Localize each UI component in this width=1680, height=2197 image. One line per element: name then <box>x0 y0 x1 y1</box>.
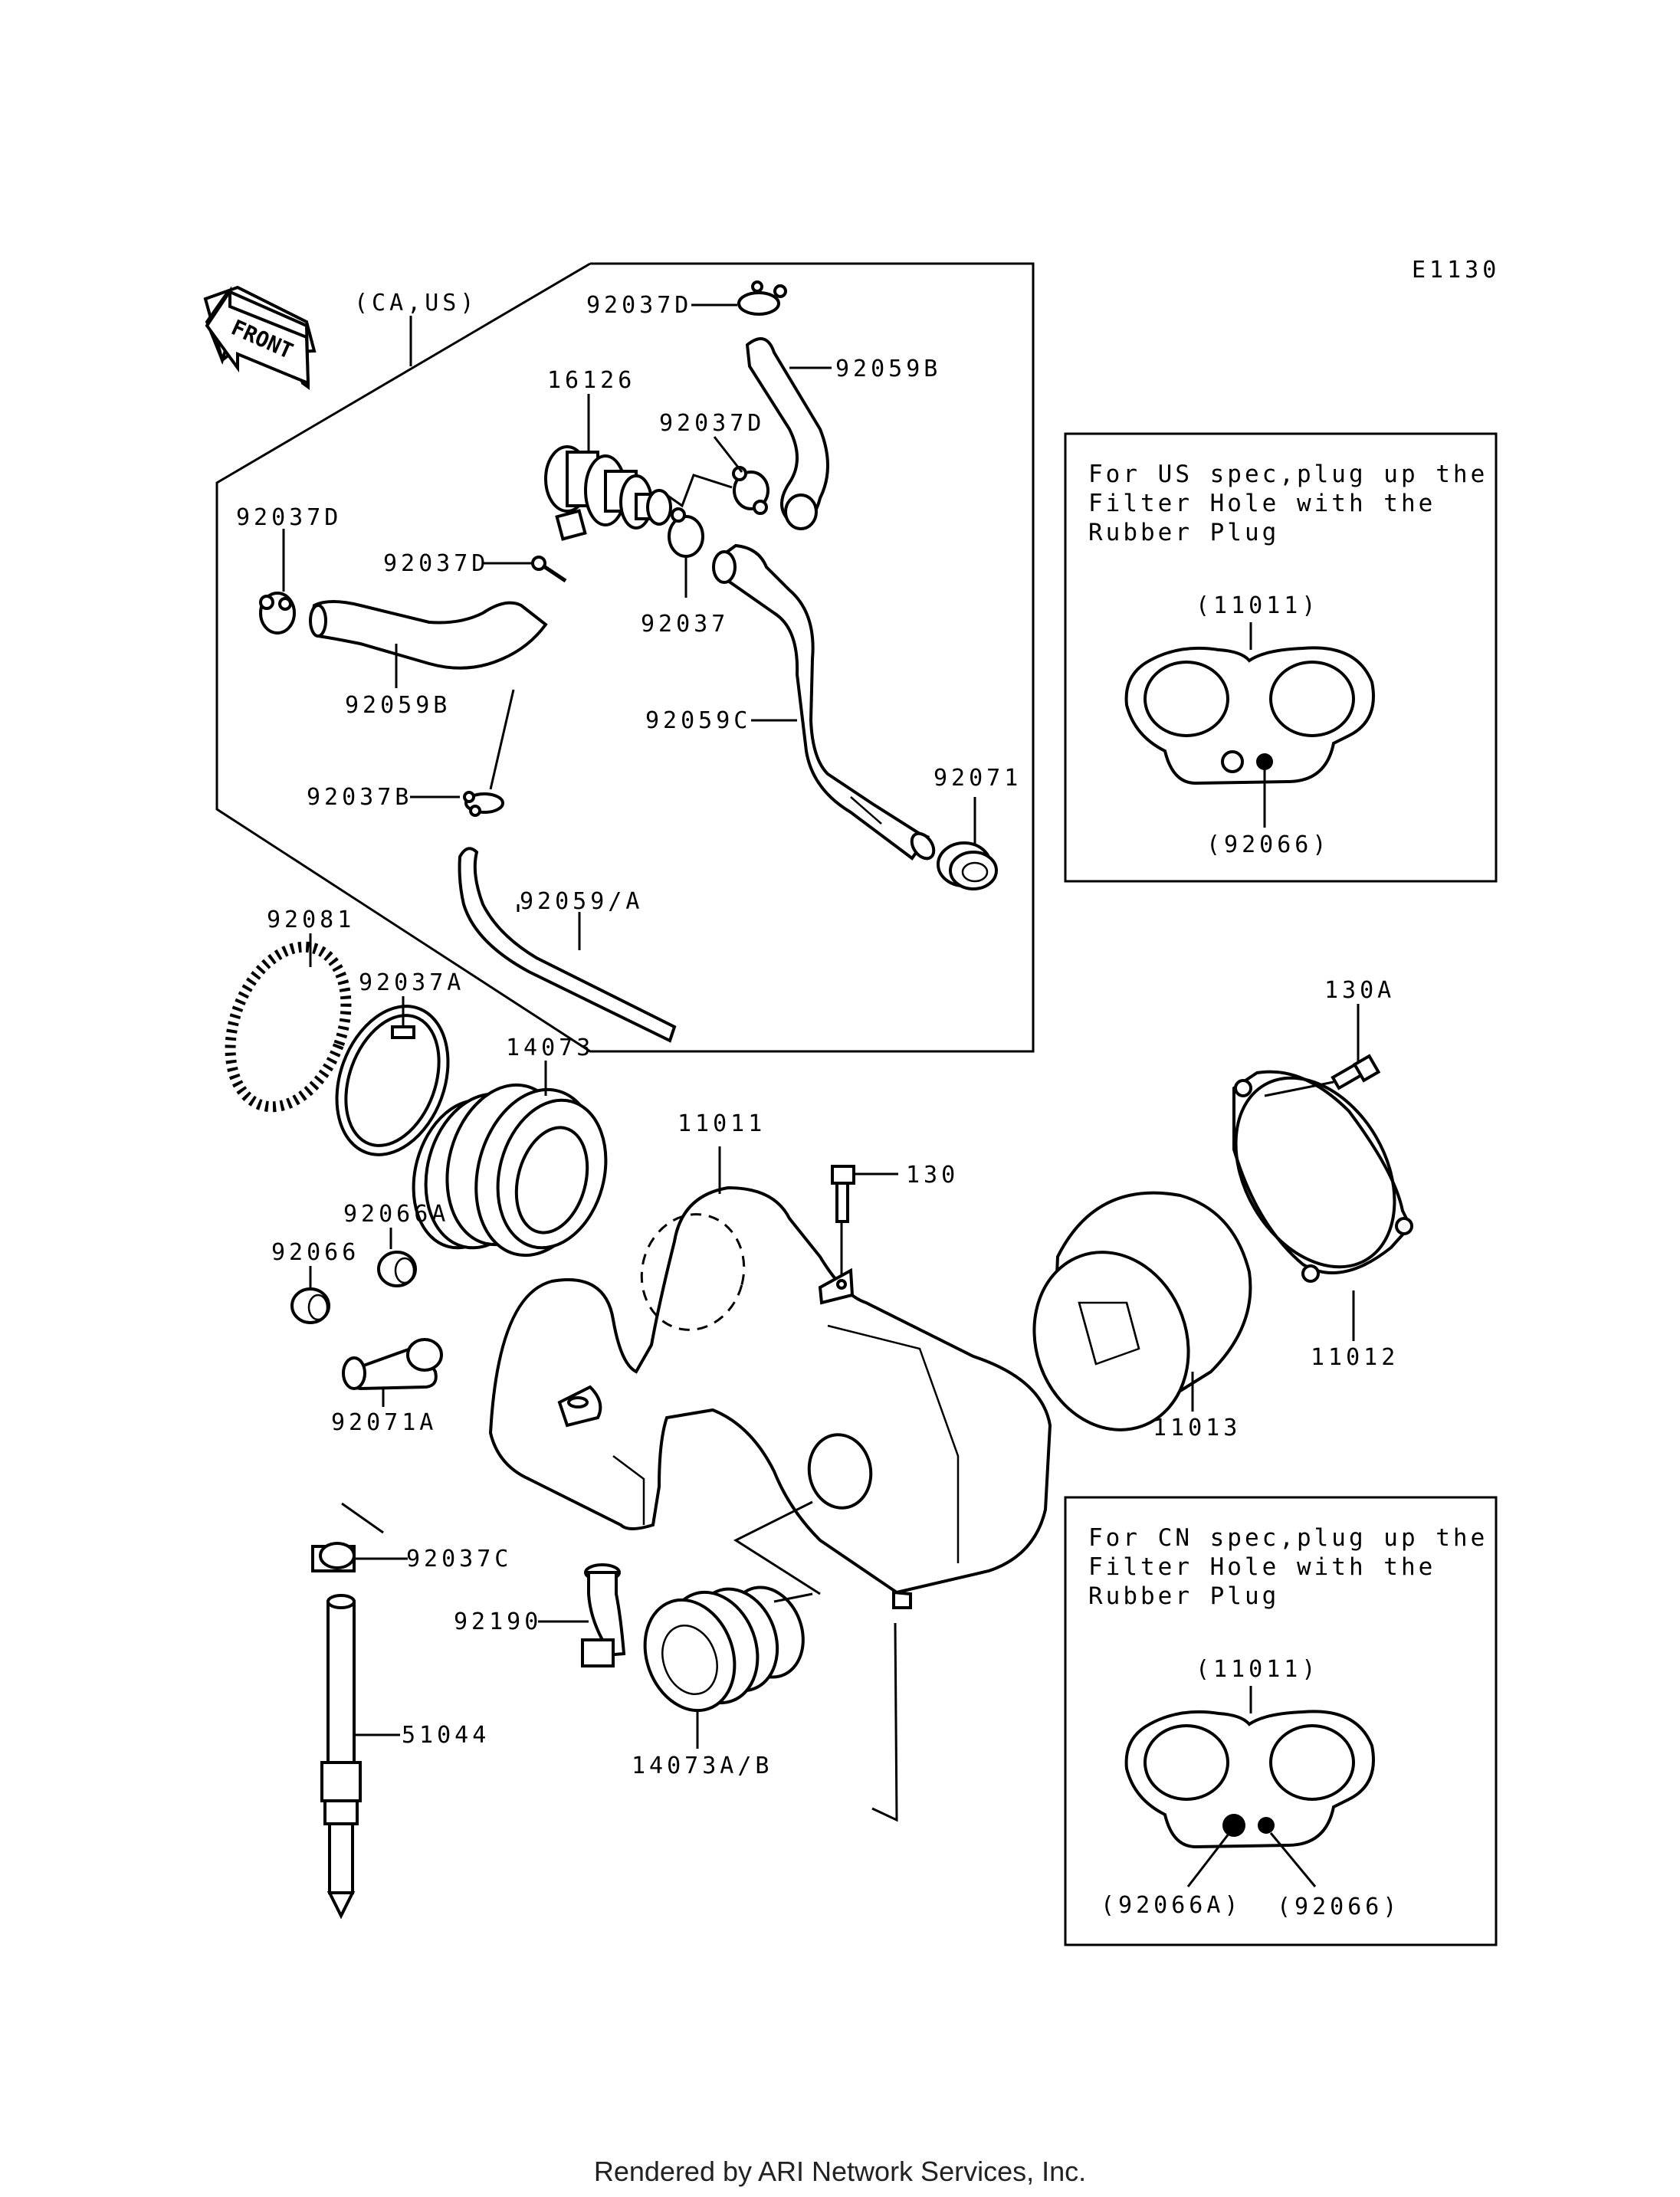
label-11012: 11012 <box>1311 1344 1399 1371</box>
hose-92059c: 92059C <box>645 543 936 861</box>
cn-note-line-2: Filter Hole with the <box>1088 1553 1436 1581</box>
fitting-92190: 92190 <box>454 1563 626 1667</box>
label-92037d-top: 92037D <box>586 292 692 319</box>
label-92081: 92081 <box>267 907 355 933</box>
filter-11013: 11013 <box>1032 1191 1252 1441</box>
label-92059c: 92059C <box>645 707 751 734</box>
label-14073ab: 14073A/B <box>632 1753 773 1779</box>
label-51044: 51044 <box>402 1722 490 1749</box>
gasket-11012: 11012 <box>1232 1070 1413 1371</box>
tube-92059a: 92059/A <box>458 847 677 1043</box>
hose-92059b-left: 92059B <box>309 600 548 719</box>
clamp-ring-92037a: 92037A <box>335 969 464 1156</box>
air-case-11011: 11011 <box>488 1110 1052 1822</box>
clamp-92037d-mid: 92037D <box>659 410 769 515</box>
ca-us-group-frame: (CA,US) <box>215 262 1035 1053</box>
grommet-92071: 92071 <box>934 765 1022 890</box>
bolt-130a: 130A <box>1264 977 1395 1097</box>
clamp-92037c: 92037C <box>311 1502 512 1572</box>
label-92037d-mid: 92037D <box>659 410 765 437</box>
label-92059b-top: 92059B <box>835 356 941 382</box>
clamp-92037b: 92037B <box>307 689 515 817</box>
label-14073: 14073 <box>506 1035 594 1061</box>
label-92071a: 92071A <box>331 1409 437 1436</box>
us-note-line-2: Filter Hole with the <box>1088 490 1436 517</box>
label-130a: 130A <box>1324 977 1395 1004</box>
footer-credit: Rendered by ARI Network Services, Inc. <box>594 2156 1086 2187</box>
label-92037c: 92037C <box>406 1546 512 1572</box>
plug-92066a: 92066A <box>343 1201 449 1287</box>
label-92190: 92190 <box>454 1608 542 1635</box>
hose-92059b-upper: 92059B <box>745 337 941 530</box>
label-92037b: 92037B <box>307 784 412 811</box>
label-16126: 16126 <box>547 367 635 394</box>
cn-note-line-3: Rubber Plug <box>1088 1582 1279 1610</box>
us-spec-note: For US spec,plug up the Filter Hole with… <box>1064 432 1498 883</box>
boot-14073ab: 14073A/B <box>632 1585 813 1779</box>
diagram-code: E1130 <box>1412 257 1500 284</box>
boot-14073: 14073 <box>412 1035 608 1258</box>
front-arrow-icon: FRONT <box>203 285 317 390</box>
label-92059a: 92059/A <box>520 888 643 915</box>
us-note-part-label: (11011) <box>1196 592 1319 619</box>
label-92059b-left: 92059B <box>345 692 451 719</box>
label-92037d-left: 92037D <box>236 504 342 531</box>
label-130: 130 <box>906 1162 959 1189</box>
clamp-92037: 92037 <box>641 507 729 638</box>
label-92071: 92071 <box>934 765 1022 792</box>
label-92037: 92037 <box>641 611 729 638</box>
label-92066a: 92066A <box>343 1201 449 1228</box>
us-note-line-1: For US spec,plug up the <box>1088 461 1488 488</box>
label-92037a: 92037A <box>359 969 464 996</box>
group-label: (CA,US) <box>354 290 477 316</box>
label-92037d-small: 92037D <box>383 550 489 577</box>
cn-note-line-1: For CN spec,plug up the <box>1088 1524 1488 1552</box>
cn-note-plug-a-label: (92066A) <box>1101 1892 1242 1919</box>
clamp-92037d-top: 92037D <box>586 280 787 319</box>
clamp-92037d-left: 92037D <box>236 504 342 635</box>
label-11013: 11013 <box>1153 1415 1241 1441</box>
bolt-130: 130 <box>831 1162 959 1277</box>
cn-note-part-label: (11011) <box>1196 1656 1319 1683</box>
pipe-51044: 51044 <box>320 1594 490 1920</box>
plug-92066: 92066 <box>271 1239 359 1324</box>
cn-note-plug-b-label: (92066) <box>1277 1894 1400 1920</box>
us-note-line-3: Rubber Plug <box>1088 519 1279 546</box>
label-92066: 92066 <box>271 1239 359 1266</box>
spring-92081: 92081 <box>225 907 355 1113</box>
valve-16126: 16126 <box>544 367 672 541</box>
us-note-plug-label: (92066) <box>1206 831 1330 858</box>
clamp-92037d-small: 92037D <box>383 550 567 583</box>
fitting-92071a: 92071A <box>331 1338 443 1436</box>
cn-spec-note: For CN spec,plug up the Filter Hole with… <box>1064 1496 1498 1946</box>
label-11011: 11011 <box>678 1110 766 1137</box>
